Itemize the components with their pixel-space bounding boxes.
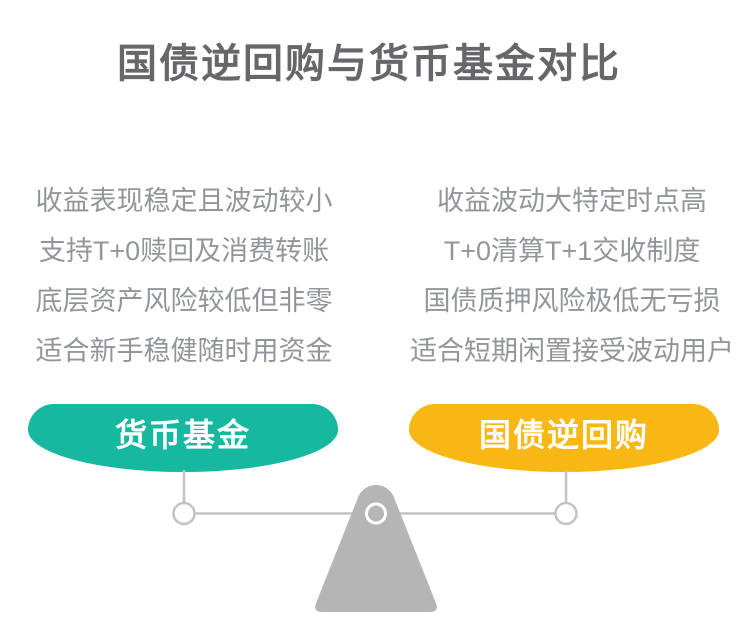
fulcrum-pivot-ring — [365, 502, 387, 525]
list-item: 适合新手稳健随时用资金 — [35, 336, 333, 366]
list-item: 底层资产风险较低但非零 — [35, 286, 333, 316]
scale-pan-reverse-repo: 国债逆回购 — [409, 404, 719, 472]
fulcrum-triangle — [315, 485, 437, 612]
right-pivot-circle — [554, 501, 578, 526]
list-item: 收益表现稳定且波动较小 — [35, 186, 333, 216]
list-item: 收益波动大特定时点高 — [437, 186, 707, 216]
page-title: 国债逆回购与货币基金对比 — [117, 42, 621, 86]
list-item: T+0清算T+1交收制度 — [443, 236, 701, 266]
scale-pan-money-fund: 货币基金 — [28, 404, 338, 472]
pan-label: 货币基金 — [114, 417, 251, 453]
list-item: 支持T+0赎回及消费转账 — [38, 236, 330, 266]
list-item: 国债质押风险极低无亏损 — [423, 286, 721, 316]
list-item: 适合短期闲置接受波动用户 — [410, 336, 734, 366]
left-feature-list: 收益表现稳定且波动较小 支持T+0赎回及消费转账 底层资产风险较低但非零 适合新… — [8, 176, 360, 376]
left-pivot-circle — [172, 501, 196, 526]
right-feature-list: 收益波动大特定时点高 T+0清算T+1交收制度 国债质押风险极低无亏损 适合短期… — [396, 176, 738, 376]
pan-label: 国债逆回购 — [478, 417, 649, 453]
